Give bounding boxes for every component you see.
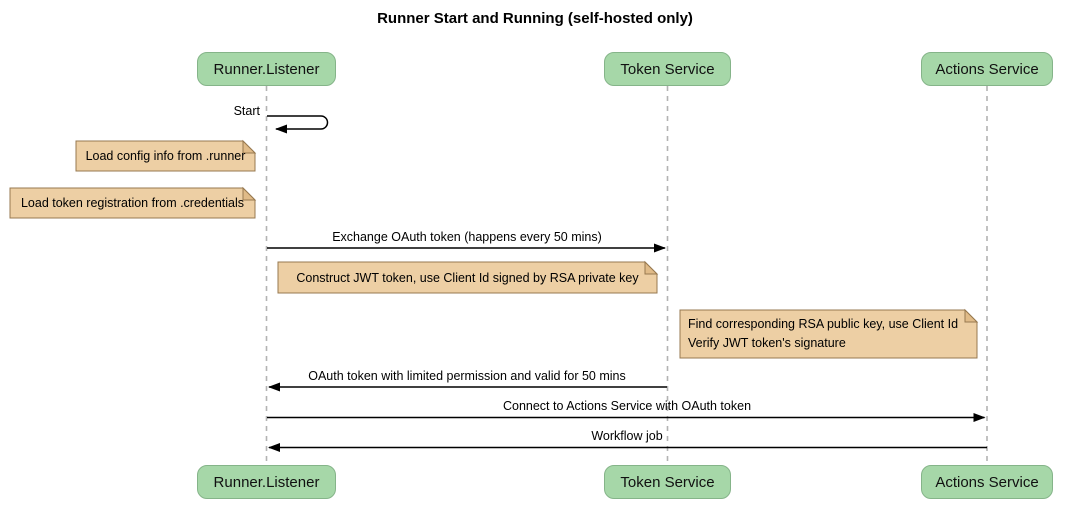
note-shape-construct-jwt <box>277 260 659 294</box>
diagram-title: Runner Start and Running (self-hosted on… <box>377 10 693 27</box>
actor-label: Token Service <box>620 60 715 78</box>
arrow-start-self-loop <box>267 115 329 134</box>
note-load-config: Load config info from .runner <box>85 149 246 163</box>
note-shape-load-token <box>9 186 257 219</box>
actor-label: Runner.Listener <box>213 60 320 78</box>
actor-token-service-top: Token Service <box>604 52 731 86</box>
actor-label: Actions Service <box>935 473 1039 491</box>
note-shape-verify-jwt <box>679 308 979 359</box>
note-shape-load-config <box>75 139 257 172</box>
actor-runner-listener-bottom: Runner.Listener <box>197 465 336 499</box>
note-load-token: Load token registration from .credential… <box>20 196 245 210</box>
note-verify-jwt: Find corresponding RSA public key, use C… <box>688 317 959 350</box>
actor-runner-listener-top: Runner.Listener <box>197 52 336 86</box>
note-construct-jwt: Construct JWT token, use Client Id signe… <box>296 270 639 285</box>
message-label-connect-actions: Connect to Actions Service with OAuth to… <box>502 399 752 413</box>
actor-actions-service-top: Actions Service <box>921 52 1053 86</box>
message-label-start: Start <box>233 104 260 118</box>
actor-label: Actions Service <box>935 60 1039 78</box>
actor-token-service-bottom: Token Service <box>604 465 731 499</box>
actor-label: Token Service <box>620 473 715 491</box>
message-label-oauth-return: OAuth token with limited permission and … <box>308 369 626 383</box>
message-label-exchange-oauth: Exchange OAuth token (happens every 50 m… <box>332 230 602 244</box>
actor-label: Runner.Listener <box>213 473 320 491</box>
message-label-workflow-job: Workflow job <box>591 429 663 443</box>
actor-actions-service-bottom: Actions Service <box>921 465 1053 499</box>
